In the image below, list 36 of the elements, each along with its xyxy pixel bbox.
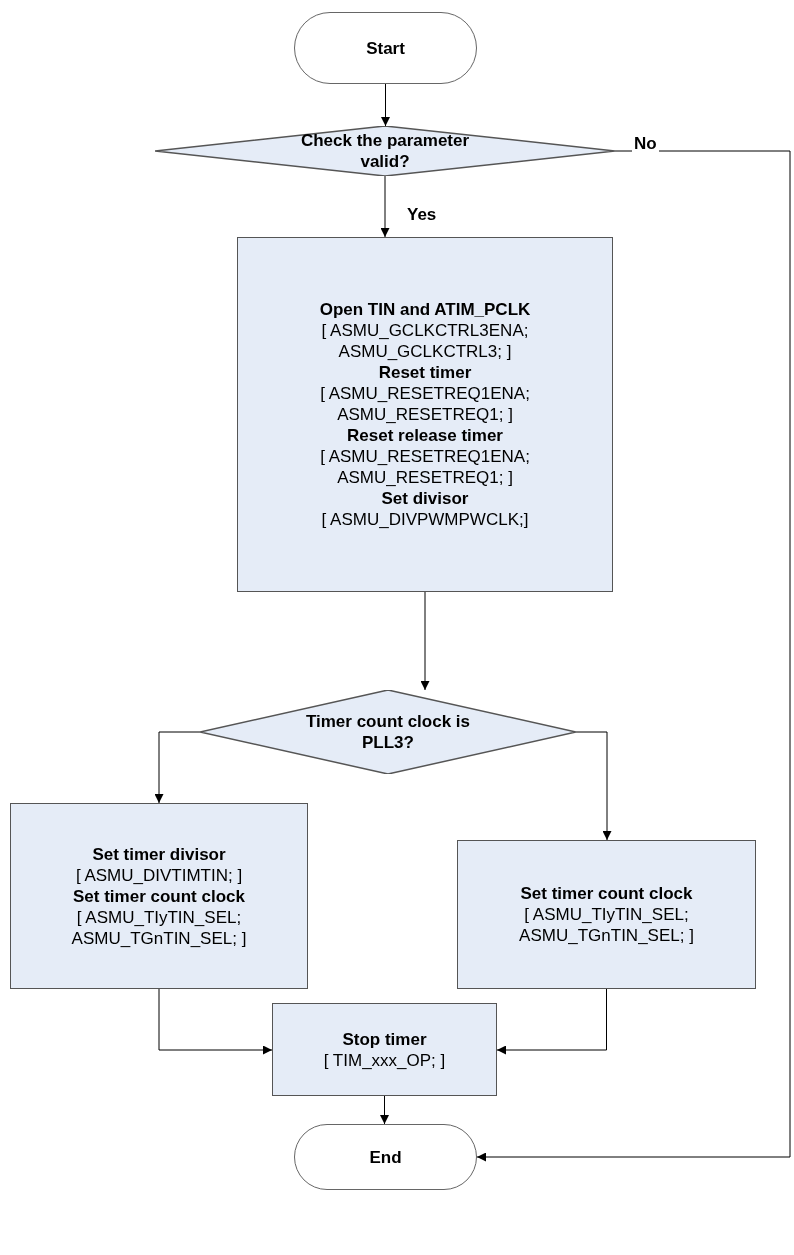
decision-diamond xyxy=(155,126,615,176)
step-title: Timer count clock is PLL3? xyxy=(305,711,471,753)
register-list: [ ASMU_RESETREQ1ENA; ASMU_RESETREQ1; ] xyxy=(248,446,602,488)
step-title: Check the parameter valid? xyxy=(299,130,471,172)
step-title: Set timer divisor xyxy=(92,843,226,865)
step-title: Set timer count clock xyxy=(520,883,693,904)
arrow xyxy=(476,150,791,1162)
register-list: [ ASMU_DIVTIMTIN; ] xyxy=(75,864,243,886)
process-box xyxy=(457,840,756,989)
decision-diamond xyxy=(200,690,576,774)
register-list: [ ASMU_DIVPWMPWCLK;] xyxy=(321,509,529,530)
edge-label: No xyxy=(632,134,659,154)
arrow xyxy=(496,988,607,1055)
process-box xyxy=(272,1003,497,1096)
step-title: Open TIN and ATIM_PCLK xyxy=(319,299,531,320)
step-title: Start xyxy=(366,37,405,59)
step-title: Stop timer xyxy=(342,1028,427,1050)
register-list: [ ASMU_TIyTIN_SEL; ASMU_TGnTIN_SEL; ] xyxy=(468,904,745,946)
step-title: Set timer count clock xyxy=(73,885,245,907)
register-list: [ ASMU_RESETREQ1ENA; ASMU_RESETREQ1; ] xyxy=(248,383,602,425)
step-title: Set divisor xyxy=(381,488,469,509)
arrow xyxy=(380,1095,389,1125)
step-title: Reset timer xyxy=(378,362,472,383)
register-list: [ ASMU_GCLKCTRL3ENA; ASMU_GCLKCTRL3; ] xyxy=(248,320,602,362)
arrow xyxy=(380,175,390,238)
process-box xyxy=(237,237,613,592)
register-list: [ TIM_xxx_OP; ] xyxy=(323,1049,446,1071)
arrow xyxy=(575,731,612,841)
arrow xyxy=(158,988,273,1055)
process-box xyxy=(10,803,308,989)
step-title: Reset release timer xyxy=(347,425,503,446)
register-list: [ ASMU_TIyTIN_SEL; ASMU_TGnTIN_SEL; ] xyxy=(21,906,297,949)
step-title: End xyxy=(369,1146,402,1168)
arrow xyxy=(154,731,201,804)
arrow xyxy=(420,591,430,691)
arrow xyxy=(381,83,390,127)
